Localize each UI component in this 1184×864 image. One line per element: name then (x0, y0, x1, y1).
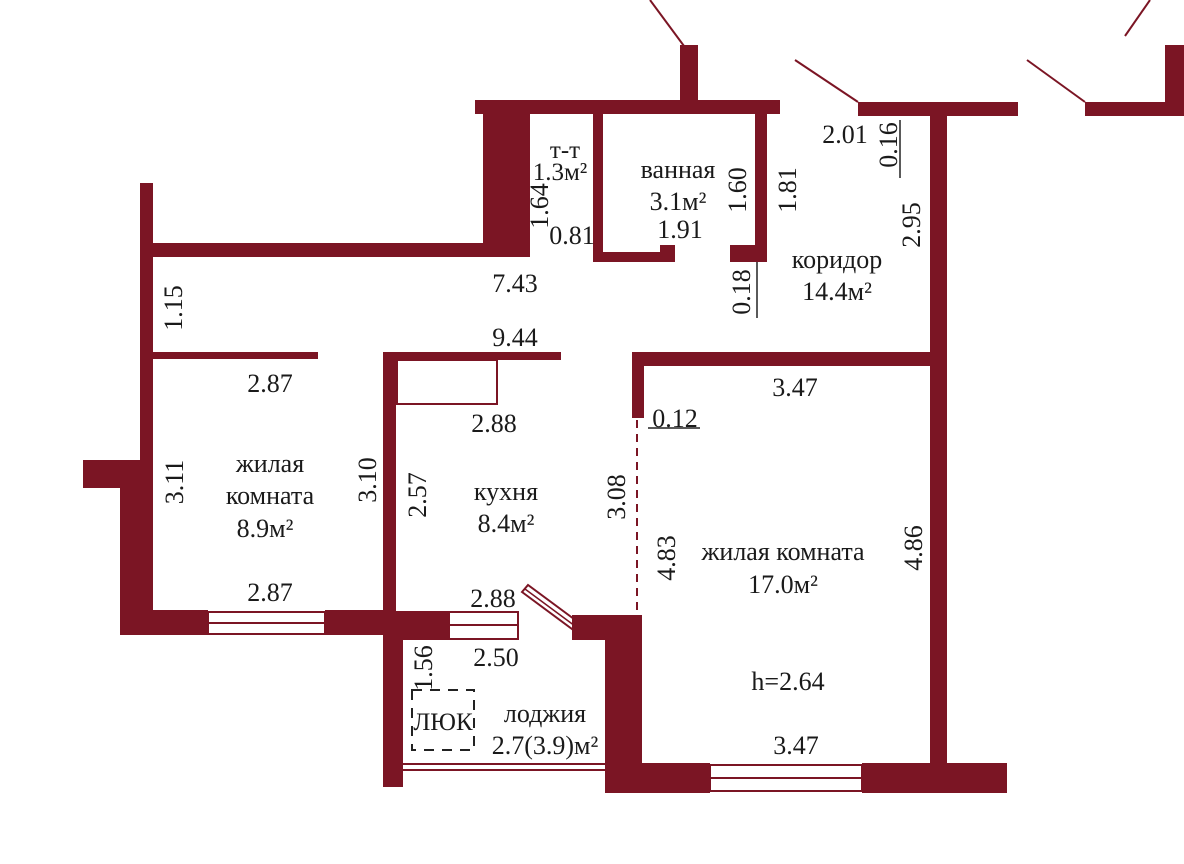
dim-156: 1.56 (409, 645, 438, 691)
neighbor-wall-line (794, 59, 859, 103)
left-pillar (120, 460, 153, 635)
ceiling-height: h=2.64 (751, 667, 824, 696)
dim-295: 2.95 (897, 202, 926, 248)
loggia-name: лоджия (504, 699, 586, 728)
top-right-wall (858, 102, 1018, 116)
small-room-name-1: жилая (235, 449, 304, 478)
corridor-area: 14.4м² (802, 277, 872, 306)
kitchen-name: кухня (474, 477, 538, 506)
bath-corner (730, 245, 767, 262)
dim-743: 7.43 (492, 269, 538, 298)
bathroom-area: 3.1м² (650, 187, 707, 216)
walls (83, 0, 1184, 793)
neighbor-wall-line (1026, 59, 1086, 103)
right-wall (930, 112, 947, 767)
living-room-name: жилая комната (700, 537, 865, 566)
dim-347-top: 3.47 (772, 373, 818, 402)
bottom-left-wall (120, 610, 208, 635)
dim-287-top: 2.87 (247, 369, 293, 398)
dim-483: 4.83 (652, 535, 681, 581)
living-top-wall (632, 352, 932, 366)
kitchen-niche (396, 359, 498, 405)
dim-944: 9.44 (492, 323, 538, 352)
window-kitchen (394, 611, 519, 640)
hatch-label: ЛЮК (413, 709, 473, 736)
loggia-glazing (403, 763, 605, 771)
small-room-top-wall (153, 352, 318, 359)
kitchen-top-wall (383, 352, 561, 360)
room-labels: т-т 1.3м² ванная 3.1м² коридор 14.4м² жи… (226, 137, 882, 760)
dim-311: 3.11 (160, 460, 189, 505)
dimensions: 1.64 0.81 1.91 1.60 1.81 2.01 0.16 2.95 … (159, 120, 928, 760)
living-left-wall (632, 352, 644, 418)
bottom-wall-right (862, 763, 1007, 793)
dim-347-bottom: 3.47 (773, 731, 819, 760)
small-room-area: 8.9м² (237, 514, 294, 543)
kitchen-left-wall (383, 352, 396, 614)
corridor-top-wall (140, 243, 530, 257)
toilet-bath-partition (593, 112, 603, 262)
dim-164: 1.64 (525, 183, 554, 229)
dim-181: 1.81 (773, 167, 802, 213)
dim-308: 3.08 (602, 474, 631, 520)
neighbor-wall-line (649, 0, 685, 47)
dim-288-bottom: 2.88 (470, 584, 516, 613)
dim-081: 0.81 (549, 221, 595, 250)
far-right-wall (1085, 102, 1184, 116)
dim-016: 0.16 (874, 122, 903, 168)
dim-250: 2.50 (473, 643, 519, 672)
kitchen-area: 8.4м² (478, 509, 535, 538)
top-wall (475, 100, 780, 114)
bath-right-wall (755, 112, 767, 262)
toilet-name: т-т (550, 137, 580, 164)
bath-bottom-wall (593, 252, 673, 262)
loggia-left-wall (383, 612, 403, 787)
corridor-name: коридор (792, 245, 882, 274)
bottom-wall-left (605, 763, 710, 793)
dim-288-top: 2.88 (471, 409, 517, 438)
dim-160: 1.60 (723, 167, 752, 213)
small-room-name-2: комната (226, 481, 315, 510)
dim-191: 1.91 (657, 215, 703, 244)
wall-stub (680, 45, 698, 105)
dim-257: 2.57 (403, 472, 432, 518)
dim-201: 2.01 (822, 120, 868, 149)
hatch-outline (411, 689, 475, 751)
bath-wall-end (660, 245, 675, 262)
dim-012: 0.12 (652, 404, 698, 433)
neighbor-wall-line (1124, 0, 1151, 37)
toilet-area: 1.3м² (533, 159, 588, 186)
dim-310: 3.10 (353, 457, 382, 503)
dim-287-bottom: 2.87 (247, 578, 293, 607)
bathroom-name: ванная (641, 155, 716, 184)
shaft-wall (483, 105, 530, 255)
window-small-room (207, 611, 326, 635)
dim-115: 1.15 (159, 285, 188, 331)
window-living-room (709, 764, 863, 792)
far-right-stub (1165, 45, 1184, 115)
dim-486: 4.86 (899, 525, 928, 571)
balcony-door (520, 583, 580, 631)
loggia-area: 2.7(3.9)м² (492, 731, 599, 760)
dim-018: 0.18 (727, 269, 756, 315)
living-room-area: 17.0м² (748, 570, 818, 599)
